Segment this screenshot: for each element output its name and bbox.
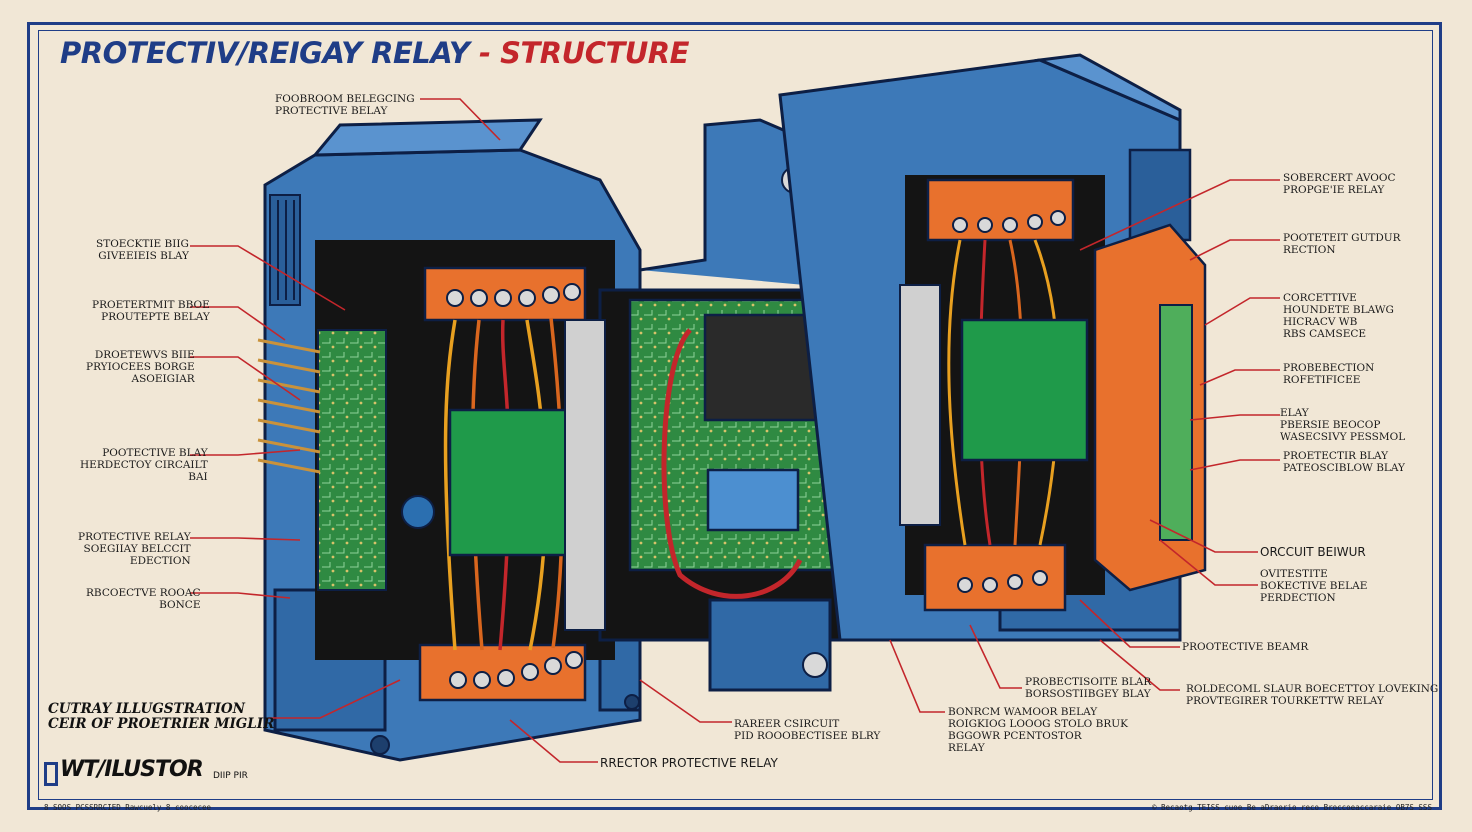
logo-subtext: DIIP PIR bbox=[213, 771, 248, 781]
label-right-5: ELAY PBERSIE BEOCOP WASECSIVY PESSMOL bbox=[1280, 407, 1406, 443]
label-left-4: POOTECTIVE BLAY HERDECTOY CIRCAILT BAI bbox=[80, 447, 208, 483]
center-red-wire bbox=[661, 328, 803, 599]
label-bottom-3: RAREER CSIRCUIT PID ROOOBECTISEE BLRY bbox=[734, 718, 881, 742]
label-bottom-4: RRECTOR PROTECTIVE RELAY bbox=[600, 756, 778, 770]
label-right-1: SOBERCERT AVOOC PROPGE'IE RELAY bbox=[1283, 172, 1396, 196]
center-sub-board bbox=[706, 468, 800, 532]
label-right-8: OVITESTITE BOKECTIVE BELAE PERDECTION bbox=[1260, 568, 1368, 604]
label-right-7: ORCCUIT BEIWUR bbox=[1260, 545, 1366, 559]
left-pin-header bbox=[257, 338, 321, 474]
footer-right: © Becaotg TEISS cuoe Be aDraorio reco Br… bbox=[1152, 803, 1432, 812]
right-bottom-terminal-block bbox=[923, 543, 1067, 612]
label-left-1: STOECKTIE BIIG GIVEEIEIS BLAY bbox=[96, 238, 189, 262]
label-right-3: CORCETTIVE HOUNDETE BLAWG HICRACV WB RBS… bbox=[1283, 292, 1394, 340]
label-right-10: ROLDECOML SLAUR BOECETTOY LOVEKING PROVT… bbox=[1186, 683, 1439, 707]
left-pcb bbox=[317, 329, 387, 591]
label-top-center: FOOBROOM BELEGCING PROTECTIVE BELAY bbox=[275, 93, 415, 117]
left-capacitor-round bbox=[401, 495, 435, 529]
inner-frame bbox=[38, 30, 1433, 800]
left-relay-coil bbox=[448, 408, 577, 557]
left-bottom-terminal-block bbox=[418, 643, 587, 702]
right-top-terminal-block bbox=[926, 178, 1075, 242]
label-right-6: PROETECTIR BLAY PATEOSCIBLOW BLAY bbox=[1283, 450, 1405, 474]
title-main: PROTECTIV/REIGAY RELAY bbox=[60, 36, 470, 70]
label-right-4: PROBEBECTION ROFETIFICEE bbox=[1283, 362, 1375, 386]
logo-text: WT/ILUSTOR bbox=[60, 757, 204, 782]
page-title: PROTECTIV/REIGAY RELAY - STRUCTURE bbox=[60, 36, 689, 70]
center-left-rail bbox=[564, 319, 606, 631]
label-right-2: POOTETEIT GUTDUR RECTION bbox=[1283, 232, 1401, 256]
label-bottom-1: PROBECTISOITE BLAR BORSOSTIIBGEY BLAY bbox=[1025, 676, 1152, 700]
label-bottom-2: BONRCM WAMOOR BELAY ROIGKIOG LOOOG stolo… bbox=[948, 706, 1128, 754]
logo-badge bbox=[44, 762, 58, 786]
label-left-2: PROETERTMIT BBOE PROUTEPTE BELAY bbox=[92, 299, 210, 323]
label-left-5: PROTECTIVE RELAY SOEGIIAY BELCCIT EDECTI… bbox=[78, 531, 191, 567]
label-left-6: RBCOECTVE ROOAC BONCE bbox=[86, 587, 201, 611]
right-relay-coil bbox=[960, 318, 1089, 462]
title-sub: STRUCTURE bbox=[500, 36, 689, 70]
title-separator: - bbox=[469, 36, 501, 70]
outer-frame bbox=[27, 22, 1442, 810]
footer-left: 8 SOOS PCSSRRCIED Rawcuely 8 coocecee bbox=[44, 803, 212, 812]
right-side-terminal-strip bbox=[1093, 223, 1207, 592]
label-left-3: DROETEWVS BIIE PRYIOCEES BORGE ASOEIGIAR bbox=[86, 349, 195, 385]
label-right-9: PROOTECTIVE BEAMR bbox=[1182, 641, 1309, 653]
leader-lines bbox=[190, 98, 1280, 763]
right-rail bbox=[899, 284, 941, 526]
left-top-terminal-block bbox=[423, 266, 587, 322]
cutaway-caption: CUTRAY ILLUGSTRATION CEIR OF PROETRIER M… bbox=[48, 701, 275, 732]
